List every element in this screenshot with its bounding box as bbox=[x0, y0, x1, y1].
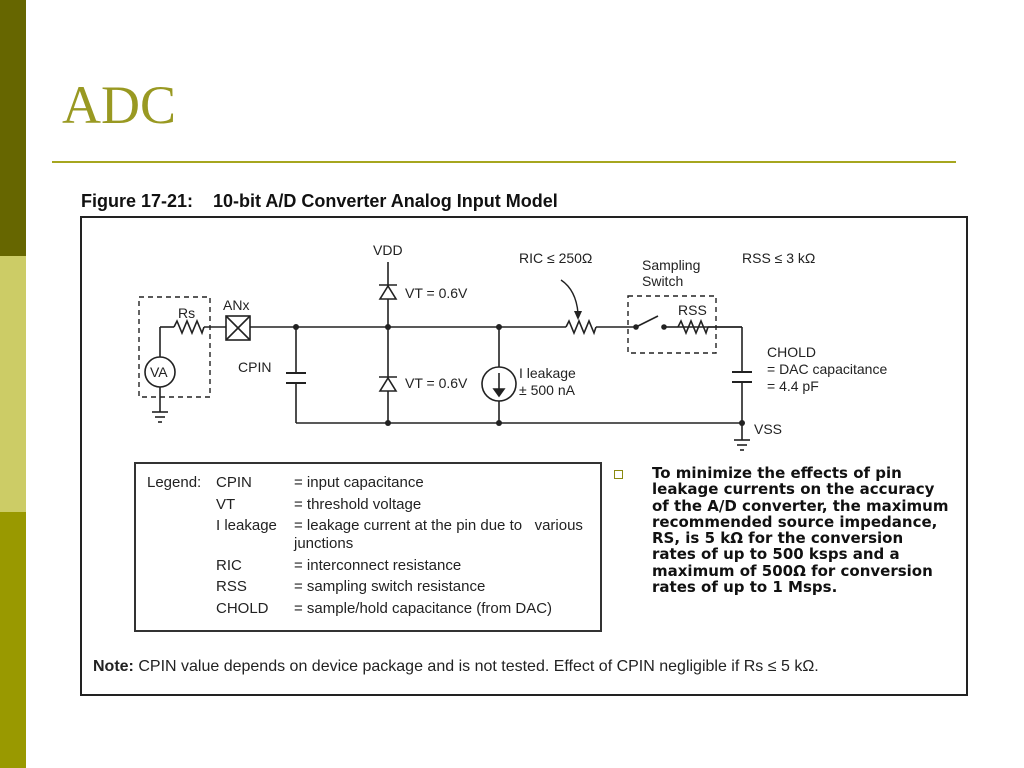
legend-definition: = input capacitance bbox=[294, 474, 424, 491]
va-label: VA bbox=[150, 364, 168, 380]
title-divider bbox=[52, 161, 956, 163]
legend-term: RSS bbox=[216, 578, 247, 595]
legend-definition: = interconnect resistance bbox=[294, 557, 462, 574]
figure-note: Note: CPIN value depends on device packa… bbox=[93, 658, 819, 676]
chold-capacitor-icon bbox=[732, 371, 752, 383]
ileakage-label-line2: ± 500 nA bbox=[519, 382, 576, 398]
legend-term: I leakage bbox=[216, 517, 277, 534]
junction-dots bbox=[293, 324, 745, 426]
legend-row: CPIN = input capacitance bbox=[216, 474, 596, 494]
anx-label: ANx bbox=[223, 297, 249, 313]
chold-label-line3: = 4.4 pF bbox=[767, 378, 819, 394]
vss-label: VSS bbox=[754, 421, 782, 437]
vt-lower-label: VT = 0.6V bbox=[405, 375, 468, 391]
legend-row: I leakage = leakage current at the pin d… bbox=[216, 517, 596, 552]
legend-row: RSS = sampling switch resistance bbox=[216, 578, 596, 598]
legend-box: Legend: CPIN = input capacitance VT = th… bbox=[134, 462, 602, 632]
sampling-label-line1: Sampling bbox=[642, 257, 700, 273]
rss-resistor-icon bbox=[677, 318, 709, 336]
note-label: Note: bbox=[93, 658, 134, 675]
lower-diode-icon bbox=[378, 376, 398, 392]
ric-label: RIC ≤ 250Ω bbox=[519, 250, 592, 266]
legend-definition: = sampling switch resistance bbox=[294, 578, 486, 595]
vss-ground-icon bbox=[734, 439, 750, 451]
upper-diode-icon bbox=[378, 284, 398, 300]
legend-heading: Legend: bbox=[147, 474, 202, 491]
rss-max-label: RSS ≤ 3 kΩ bbox=[742, 250, 815, 266]
legend-row: CHOLD = sample/hold capacitance (from DA… bbox=[216, 600, 596, 620]
anx-pin-icon bbox=[225, 315, 251, 341]
sampling-label-line2: Switch bbox=[642, 273, 683, 289]
legend-definition: = sample/hold capacitance (from DAC) bbox=[294, 600, 553, 617]
sampling-switch-icon bbox=[635, 315, 678, 328]
chold-label-line2: = DAC capacitance bbox=[767, 361, 887, 377]
rs-label: Rs bbox=[178, 305, 195, 321]
ileakage-label-line1: I leakage bbox=[519, 365, 576, 381]
figure-title: Figure 17-21: 10-bit A/D Converter Analo… bbox=[81, 191, 558, 211]
vdd-label: VDD bbox=[373, 242, 403, 258]
ric-resistor-icon bbox=[565, 318, 597, 336]
left-band-top bbox=[0, 0, 26, 256]
cpin-label: CPIN bbox=[238, 359, 271, 375]
chold-label-line1: CHOLD bbox=[767, 344, 816, 360]
leakage-current-source-icon bbox=[481, 366, 517, 402]
left-band-bottom bbox=[0, 512, 26, 768]
ground-icon bbox=[152, 411, 168, 423]
vt-upper-label: VT = 0.6V bbox=[405, 285, 468, 301]
legend-definition: = threshold voltage bbox=[294, 496, 422, 513]
sampling-switch-dashed-box bbox=[627, 295, 717, 354]
left-band-middle bbox=[0, 256, 26, 512]
legend-term: CPIN bbox=[216, 474, 252, 491]
bullet-text: To minimize the effects of pin leakage c… bbox=[652, 464, 949, 597]
rss-label: RSS bbox=[678, 302, 707, 318]
legend-term: CHOLD bbox=[216, 600, 269, 617]
schematic-wires bbox=[159, 262, 743, 440]
rs-resistor-icon bbox=[173, 318, 205, 336]
legend-term: RIC bbox=[216, 557, 242, 574]
square-bullet-icon bbox=[614, 470, 623, 479]
figure-frame bbox=[80, 216, 968, 696]
slide-title: ADC bbox=[62, 75, 177, 135]
legend-term: VT bbox=[216, 496, 236, 513]
va-source-icon bbox=[144, 356, 176, 388]
legend-definition: = leakage current at the pin due to vari… bbox=[294, 517, 583, 552]
legend-row: VT = threshold voltage bbox=[216, 496, 596, 516]
source-dashed-box bbox=[138, 296, 211, 398]
legend-row: RIC = interconnect resistance bbox=[216, 557, 596, 577]
note-text: CPIN value depends on device package and… bbox=[138, 658, 819, 675]
ric-pointer-arrow-icon bbox=[560, 279, 579, 314]
cpin-capacitor-icon bbox=[286, 372, 306, 384]
